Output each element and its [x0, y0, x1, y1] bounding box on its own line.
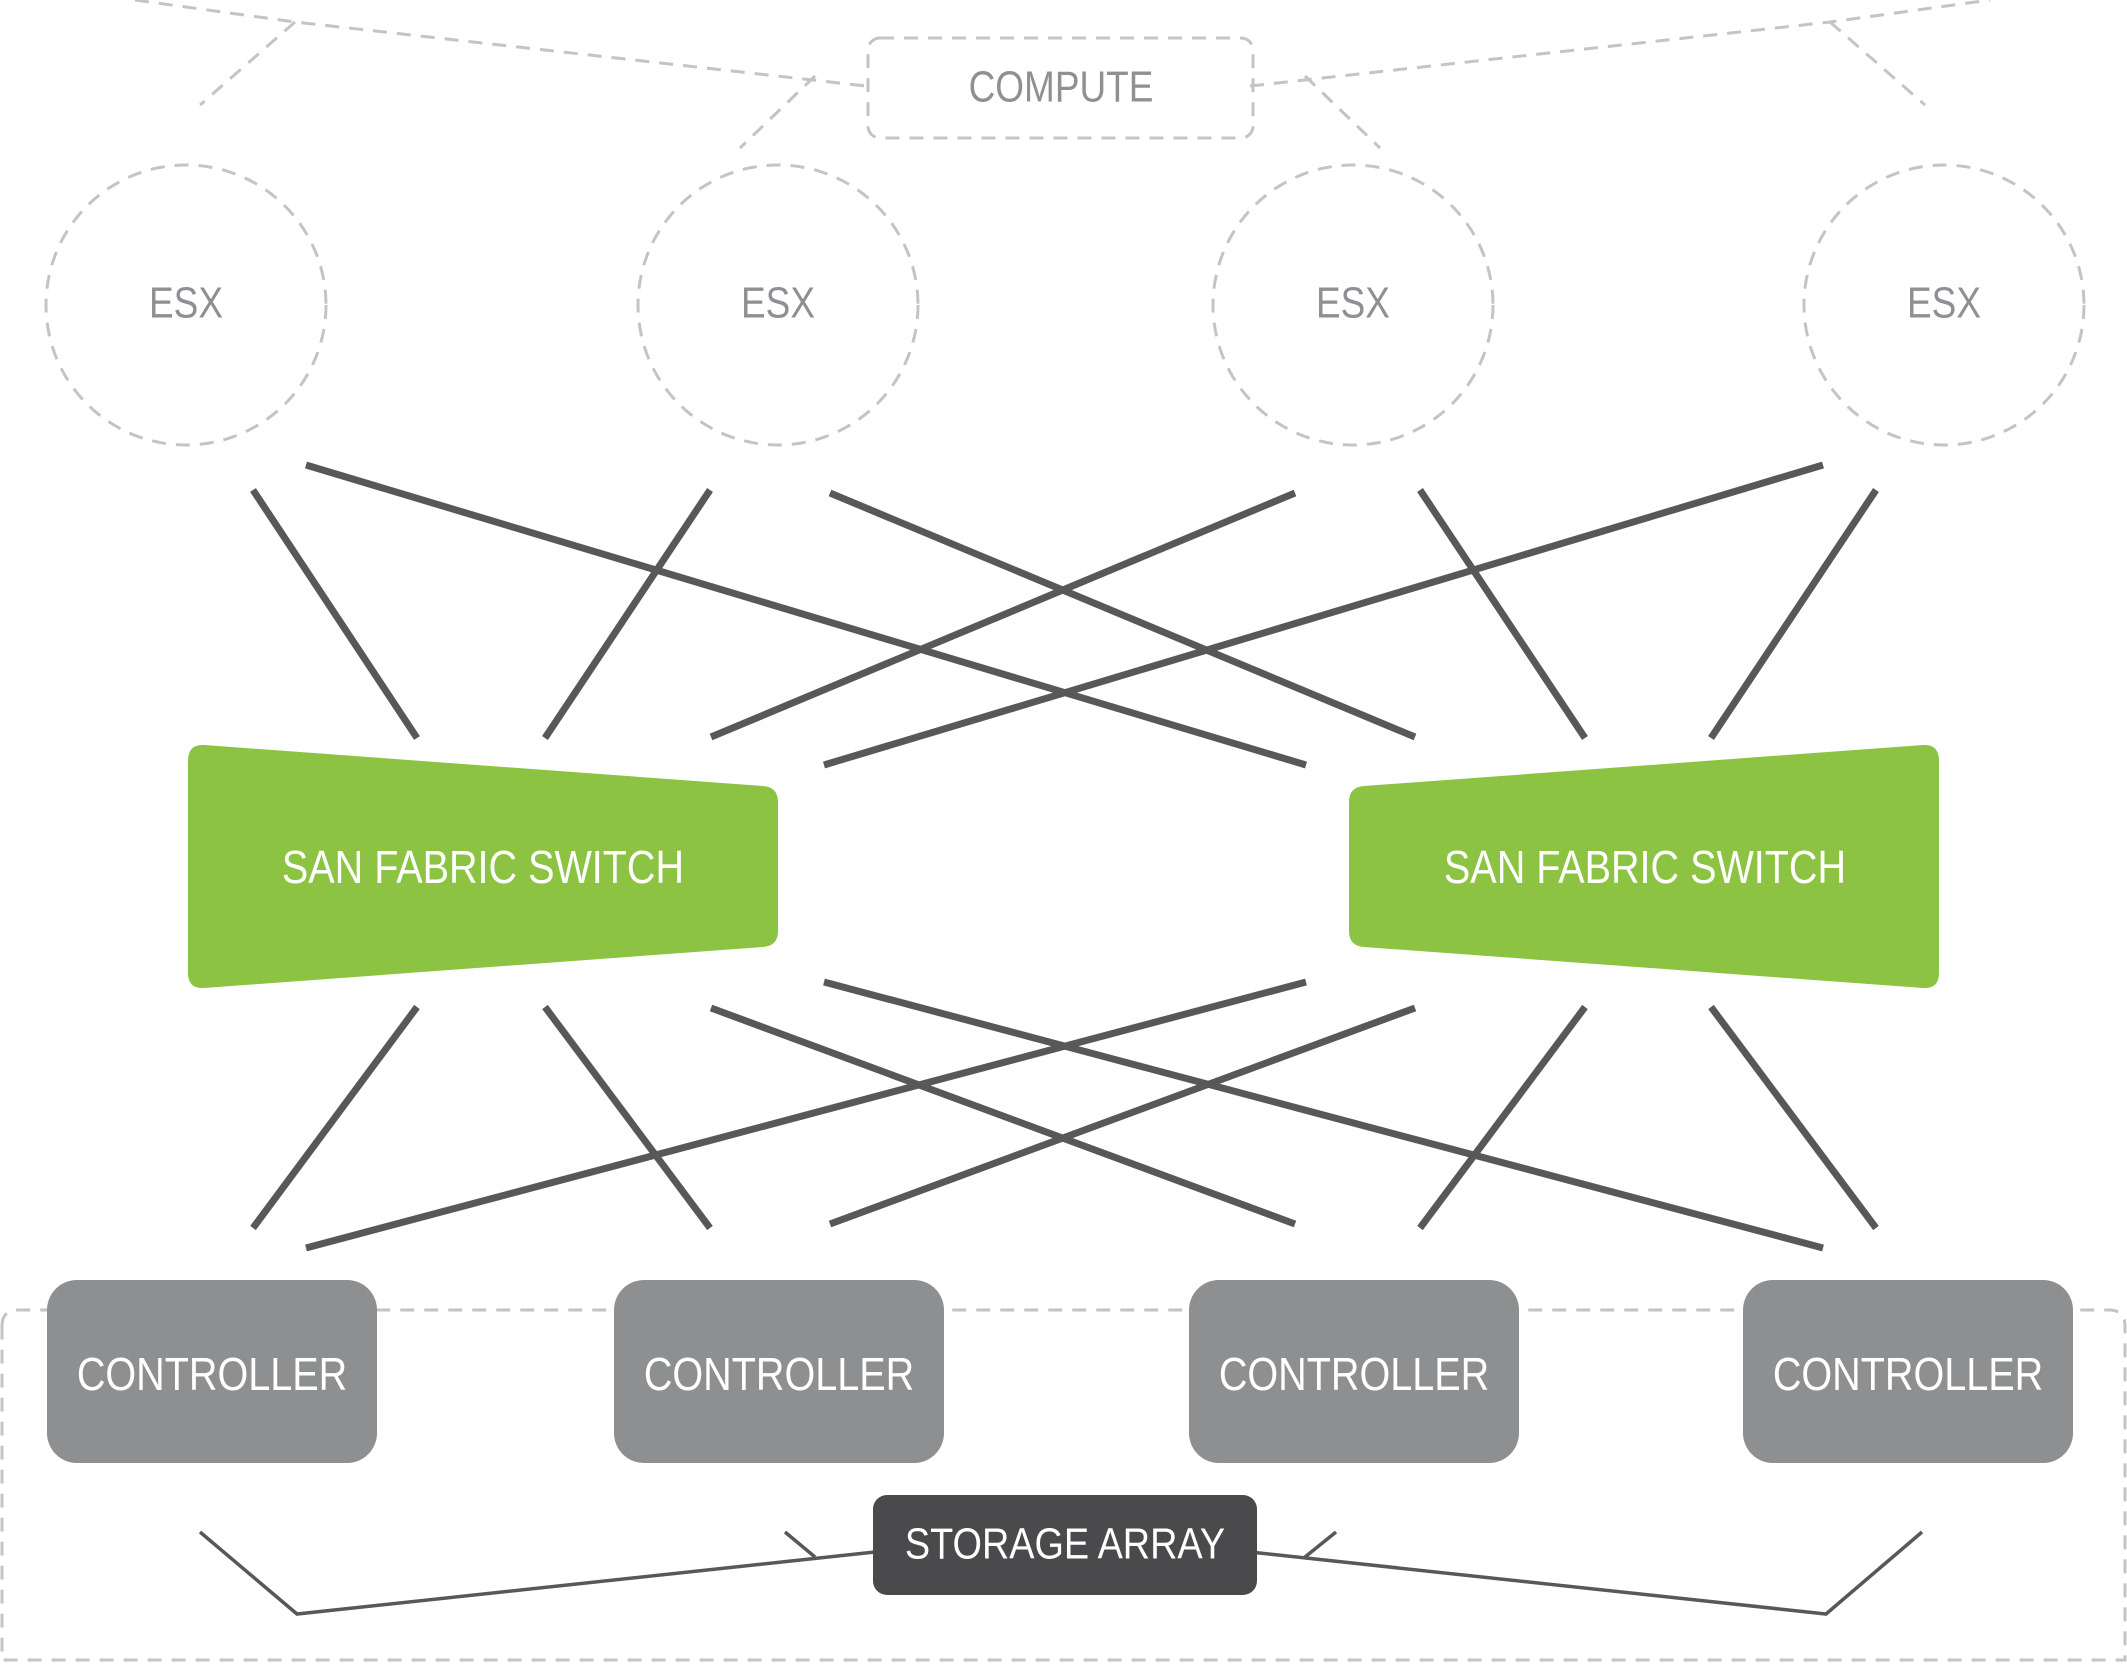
switch-label: SAN FABRIC SWITCH: [282, 842, 684, 893]
controller-label: CONTROLLER: [1773, 1349, 2043, 1400]
storage-array-group-outline: [0, 1308, 2127, 1662]
compute-group-outline-left: [134, 0, 867, 88]
controller-label: CONTROLLER: [1219, 1349, 1489, 1400]
compute-label: COMPUTE: [969, 62, 1154, 112]
compute-group-edge-right: [1829, 20, 1926, 107]
link-switch2-controller4: [1708, 1004, 1879, 1231]
compute-group: COMPUTE: [134, 0, 1991, 150]
esx-host-circle: [1211, 163, 1495, 447]
san-fabric-switch-2: SAN FABRIC SWITCH: [1349, 744, 1939, 989]
esx-host-label: ESX: [149, 278, 223, 328]
link-esx3-switch2: [1417, 488, 1588, 740]
switch-body: [1349, 744, 1939, 989]
link-esx3-switch1: [709, 489, 1297, 741]
compute-link-esx-3: [1303, 74, 1382, 150]
esx-host-2: ESX: [636, 163, 920, 447]
link-esx4-switch1: [822, 461, 1825, 769]
controller-label: CONTROLLER: [644, 1349, 914, 1400]
compute-group-outline-right: [1249, 0, 1991, 88]
compute-group-edge-left: [199, 20, 296, 107]
esx-host-label: ESX: [741, 278, 815, 328]
link-esx2-switch1: [542, 488, 713, 740]
storage-array-backplane: [198, 1530, 1924, 1616]
storage-array: STORAGE ARRAY: [873, 1495, 1257, 1595]
compute-box: [866, 36, 1255, 140]
compute-link-esx-2: [738, 74, 817, 150]
esx-host-label: ESX: [1907, 278, 1981, 328]
link-esx4-switch2: [1708, 488, 1879, 740]
esx-host-circle: [44, 163, 328, 447]
controller-box: [47, 1280, 377, 1463]
esx-host-1: ESX: [44, 163, 328, 447]
san-fabric-switch-1: SAN FABRIC SWITCH: [188, 744, 778, 989]
link-switch1-controller4: [823, 978, 1824, 1252]
switch-controller-links: [250, 978, 1879, 1252]
link-switch2-controller3: [1417, 1004, 1588, 1231]
link-esx1-switch1: [250, 488, 420, 740]
link-switch2-controller1: [305, 978, 1307, 1252]
esx-host-4: ESX: [1802, 163, 2086, 447]
link-esx2-switch2: [828, 489, 1417, 741]
controller-1: CONTROLLER: [47, 1280, 377, 1463]
backplane-right: [1249, 1530, 1924, 1616]
controller-2: CONTROLLER: [614, 1280, 944, 1463]
controller-4: CONTROLLER: [1743, 1280, 2073, 1463]
esx-host-circle: [1802, 163, 2086, 447]
storage-array-box: [873, 1495, 1257, 1595]
link-esx1-switch2: [304, 461, 1308, 769]
switch-label: SAN FABRIC SWITCH: [1444, 842, 1846, 893]
controller-box: [614, 1280, 944, 1463]
link-switch2-controller2: [828, 1004, 1417, 1228]
controller-label: CONTROLLER: [77, 1349, 347, 1400]
host-switch-links: [250, 461, 1879, 769]
esx-host-circle: [636, 163, 920, 447]
backplane-tick-left: [783, 1530, 817, 1559]
controller-box: [1189, 1280, 1519, 1463]
controller-box: [1743, 1280, 2073, 1463]
controller-3: CONTROLLER: [1189, 1280, 1519, 1463]
esx-host-label: ESX: [1316, 278, 1390, 328]
esx-host-3: ESX: [1211, 163, 1495, 447]
link-switch1-controller3: [709, 1004, 1297, 1228]
link-switch1-controller1: [250, 1004, 420, 1231]
backplane-left: [198, 1530, 876, 1616]
backplane-tick-right: [1303, 1530, 1338, 1559]
link-switch1-controller2: [542, 1004, 713, 1231]
storage-array-label: STORAGE ARRAY: [905, 1519, 1225, 1568]
switch-body: [188, 744, 778, 989]
